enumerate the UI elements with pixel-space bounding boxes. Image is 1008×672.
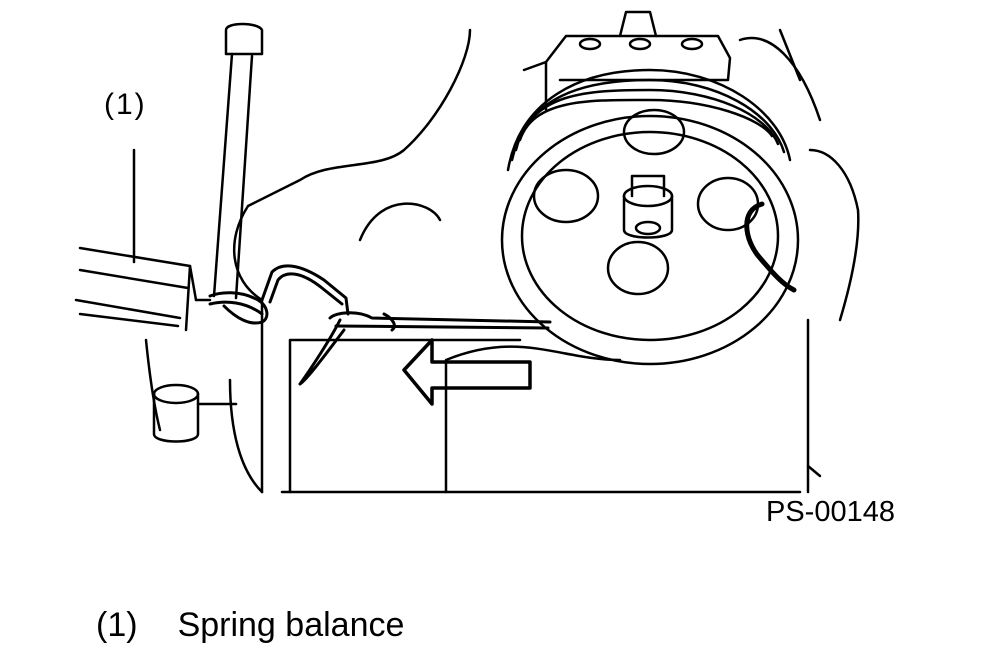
pull-direction-arrow-icon — [404, 340, 530, 404]
figure-code: PS-00148 — [766, 496, 895, 528]
legend-number: (1) — [96, 606, 138, 644]
callout-number-1: (1) — [104, 88, 147, 121]
pulley-hook — [747, 204, 794, 290]
spring-balance — [76, 150, 210, 330]
legend-label: Spring balance — [177, 606, 405, 644]
rod — [214, 24, 262, 298]
pulley-grooves — [508, 70, 790, 170]
pump-bracket — [524, 12, 730, 110]
mounting-bolt — [154, 385, 236, 442]
legend-entry: (1) Spring balance — [96, 606, 404, 645]
spring-balance-illustration — [0, 0, 1008, 560]
engine-block — [146, 30, 858, 492]
pulley — [502, 110, 798, 364]
hook-wire — [210, 266, 550, 384]
